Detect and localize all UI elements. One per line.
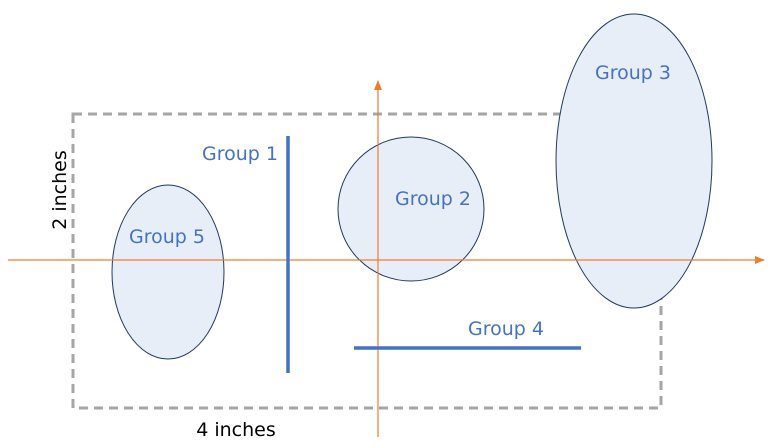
group-2-circle: [337, 136, 485, 282]
width-dimension-label: 4 inches: [196, 419, 276, 441]
group-2-label: Group 2: [395, 188, 471, 210]
group-5-label: Group 5: [129, 226, 205, 248]
group-3-label: Group 3: [595, 62, 671, 84]
height-dimension-label: 2 inches: [49, 150, 71, 230]
group-5-ellipse: [111, 184, 225, 360]
group-1-label: Group 1: [202, 143, 278, 165]
group-3-ellipse: [555, 13, 713, 309]
group-4-label: Group 4: [468, 318, 544, 340]
